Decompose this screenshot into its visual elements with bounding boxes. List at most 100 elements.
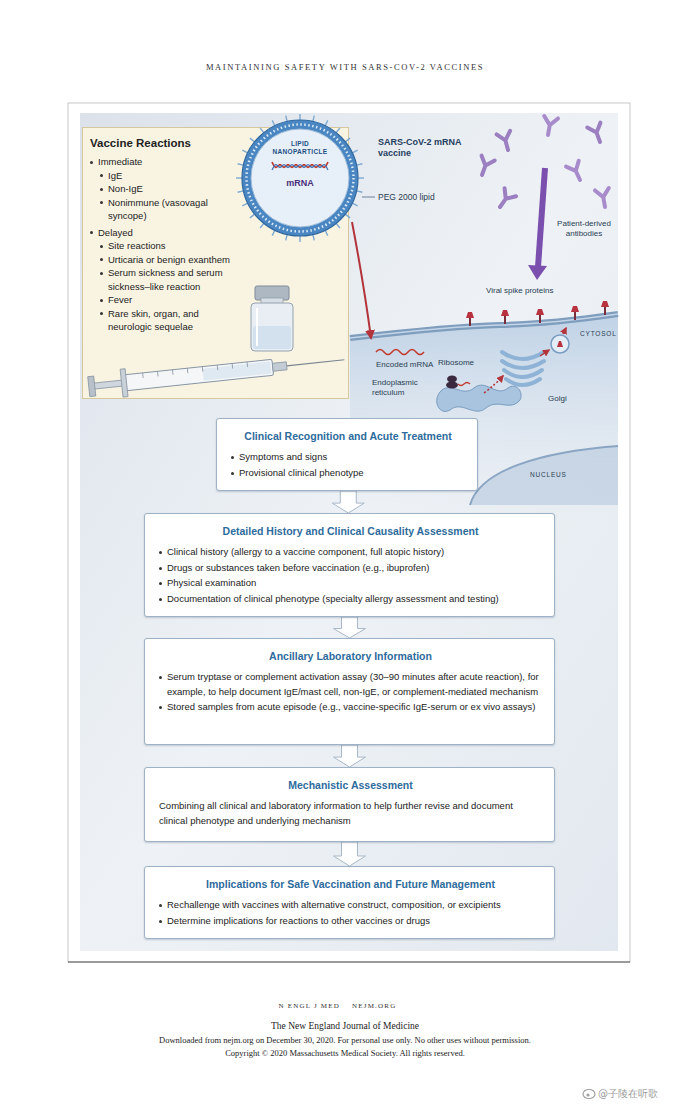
bullet-text: IgE — [108, 169, 122, 183]
bullet-dot — [159, 598, 162, 601]
text-row: Serum tryptase or complement activation … — [159, 670, 542, 699]
text-row: Determine implications for reactions to … — [159, 914, 542, 929]
flow-arrow — [334, 745, 366, 767]
spike-stem — [469, 318, 471, 326]
peg-lipid — [352, 150, 357, 153]
bullet-text: Rechallenge with vaccines with alternati… — [167, 898, 501, 913]
text-row: Symptoms and signs — [231, 450, 465, 465]
text-row: Rechallenge with vaccines with alternati… — [159, 898, 542, 913]
label-holder: Golgi — [548, 394, 588, 404]
label-holder: Downloaded from nejm.org on December 30,… — [0, 1035, 690, 1046]
running-head: MAINTAINING SAFETY WITH SARS-COV-2 VACCI… — [0, 62, 690, 73]
nascent-protein — [458, 383, 470, 386]
membrane-bilayer — [350, 314, 618, 338]
spike-stem — [539, 315, 541, 323]
nucleus-region — [470, 446, 618, 505]
peg-lipid — [260, 128, 264, 133]
region-label: CYTOSOL — [580, 330, 618, 338]
peg-lipid — [260, 223, 264, 228]
bullet-dot — [231, 472, 234, 475]
peg-lipid — [357, 164, 363, 165]
syringe-thumb — [88, 376, 96, 397]
text-row: Implications for Safe Vaccination and Fu… — [159, 877, 542, 891]
syringe-hub — [272, 362, 287, 371]
peg-lipid — [358, 177, 364, 178]
antibody — [541, 116, 558, 136]
label-holder: N ENGL J MED — [250, 1002, 340, 1011]
label-holder: The New England Journal of Medicine — [0, 1020, 690, 1032]
peg-lipid — [325, 120, 328, 125]
text-row: Provisional clinical phenotype — [231, 466, 465, 481]
bullet-text: Symptoms and signs — [239, 450, 327, 465]
journal-footer: The New England Journal of Medicine — [0, 1020, 690, 1032]
text-row: Site reactions — [100, 239, 341, 253]
vial-liquid — [253, 326, 291, 349]
transport-arrow — [563, 328, 566, 334]
golgi-cisterna — [502, 352, 544, 359]
bullet-text: Immediate — [98, 155, 142, 169]
peg-lipid — [236, 177, 242, 178]
bullet-dot — [90, 161, 93, 164]
bullet-dot — [159, 676, 162, 679]
bullet-text: Fever — [108, 293, 132, 307]
syringe-graduations — [143, 362, 248, 378]
bullet-text: Non-IgE — [108, 182, 143, 196]
bullet-dot — [100, 201, 103, 204]
journal-footer: Copyright © 2020 Massachusetts Medical S… — [0, 1048, 690, 1059]
bullet-dot — [100, 188, 103, 191]
spike-head — [557, 341, 563, 347]
process-box: Implications for Safe Vaccination and Fu… — [144, 866, 555, 939]
peg-lipid — [272, 120, 275, 125]
endoplasmic-reticulum — [437, 385, 521, 411]
antibody — [566, 161, 586, 183]
bullet-text: Nonimmune (vasovagal syncope) — [108, 196, 236, 223]
transport-arrow — [484, 376, 503, 393]
box-heading: Ancillary Laboratory Information — [159, 649, 542, 663]
vial-body — [251, 303, 293, 351]
label-holder: Ribosome — [438, 358, 488, 368]
label-holder: Viral spike proteins — [486, 286, 578, 296]
golgi-cisterna — [506, 379, 540, 385]
peg-lipid — [336, 223, 340, 228]
syringe-needle — [287, 360, 345, 366]
bullet-text: Site reactions — [108, 239, 166, 253]
antibody — [595, 188, 612, 208]
text-row: Fever — [100, 293, 341, 307]
process-box: Detailed History and Clinical Causality … — [144, 513, 555, 617]
flow-arrow — [332, 491, 364, 513]
golgi-cisterna — [504, 370, 542, 377]
syringe-barrel — [123, 359, 274, 391]
peg-lipid — [357, 191, 363, 192]
journal-footer: NEJM.ORG — [352, 1002, 432, 1011]
text-row: Stored samples from acute episode (e.g.,… — [159, 700, 542, 715]
process-box: Mechanistic AssessmentCombining all clin… — [144, 767, 555, 842]
bullet-text: Urticaria or benign exanthem — [108, 253, 230, 267]
watermark-logo — [586, 1093, 589, 1096]
bullet-dot — [100, 299, 103, 302]
peg-lipid — [272, 230, 275, 235]
spike-stem — [504, 316, 506, 324]
journal-footer: Downloaded from nejm.org on December 30,… — [0, 1035, 690, 1046]
antibody — [497, 131, 515, 152]
golgi-cisterna — [502, 361, 544, 368]
nanoparticle-circle: LIPID NANOPARTICLEmRNA — [240, 118, 360, 238]
cell-membrane — [350, 314, 618, 338]
spike-head — [601, 301, 609, 307]
transport-arrow — [540, 350, 549, 356]
bullet-text: Drugs or substances taken before vaccina… — [167, 561, 429, 576]
illustration-label: Golgi — [548, 394, 588, 404]
label-holder: NUCLEUS — [530, 471, 584, 479]
text-row: Rare skin, organ, and neurologic sequela… — [100, 307, 341, 334]
peg-lipid — [250, 214, 255, 218]
mrna-strand — [376, 350, 424, 355]
antibody — [587, 123, 606, 145]
box-heading: Mechanistic Assessment — [159, 778, 542, 792]
process-box: Clinical Recognition and Acute Treatment… — [216, 418, 478, 491]
peg-lipid — [299, 114, 300, 120]
text-row: Documentation of clinical phenotype (spe… — [159, 592, 542, 607]
text-row: Physical examination — [159, 576, 542, 591]
label-holder: MAINTAINING SAFETY WITH SARS-COV-2 VACCI… — [0, 62, 690, 73]
lipid-heads — [247, 125, 354, 232]
bullet-dot — [90, 231, 93, 234]
bullet-dot — [100, 245, 103, 248]
